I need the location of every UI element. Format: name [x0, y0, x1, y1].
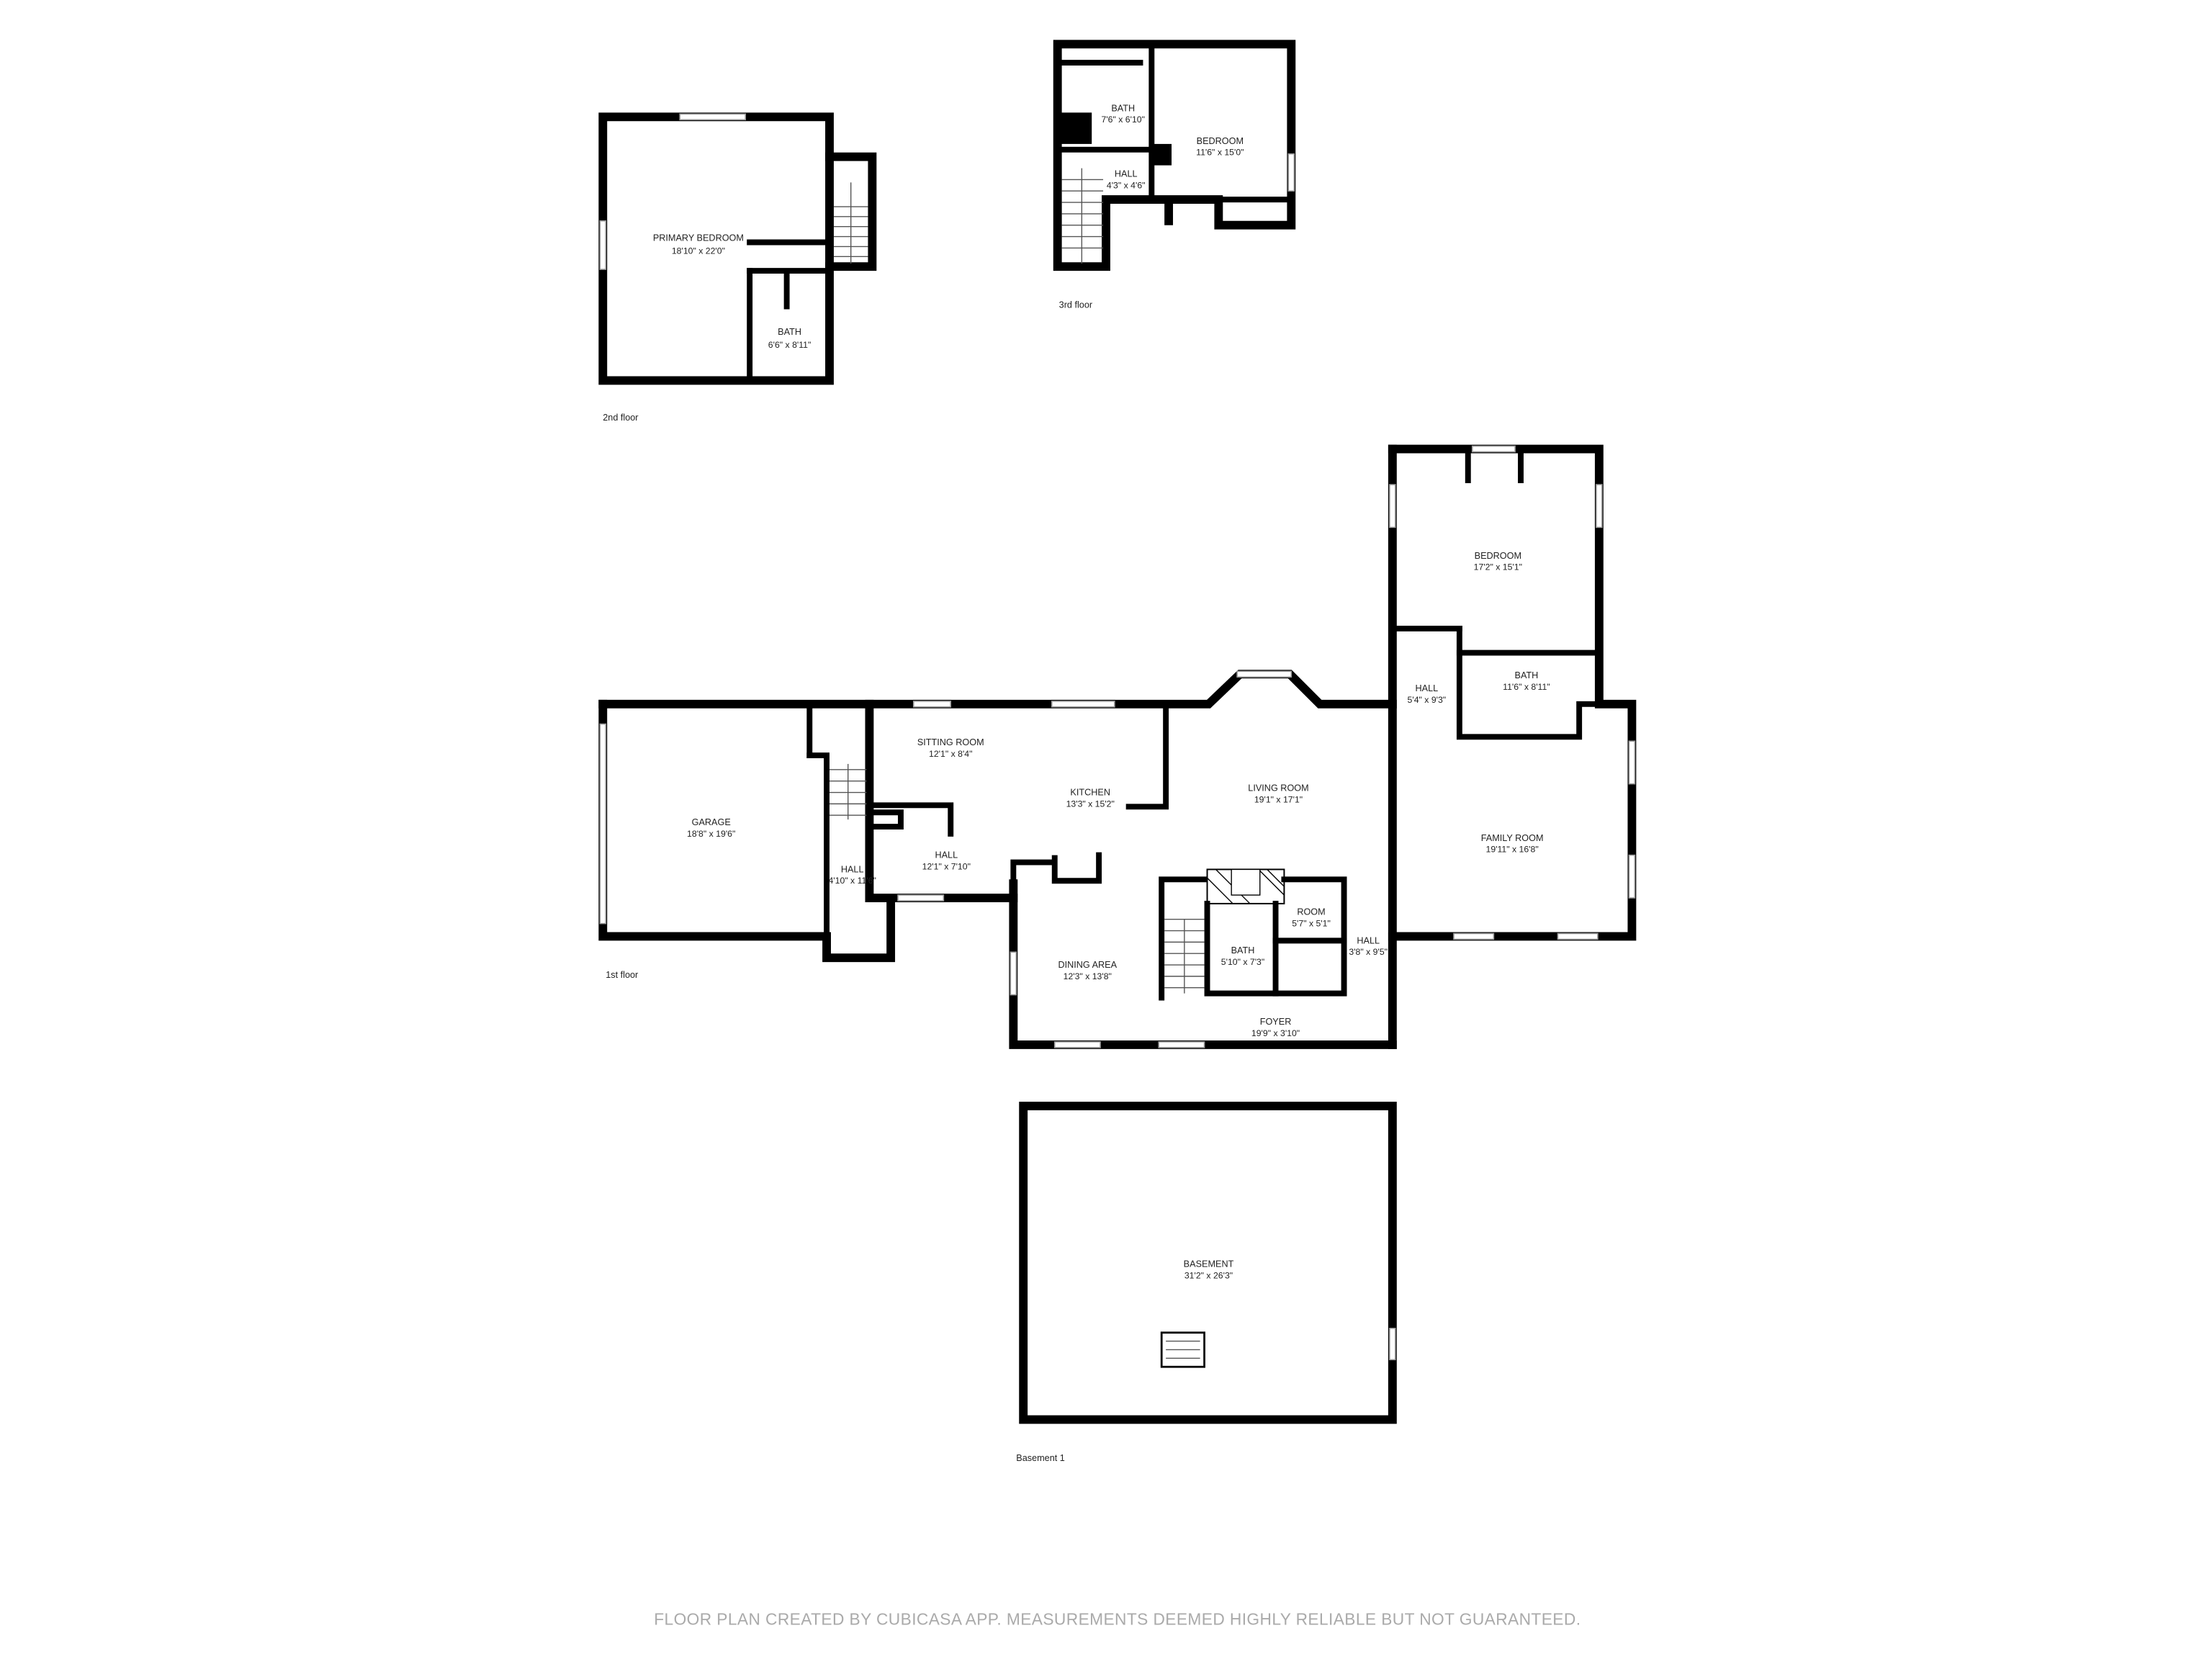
room-name: LIVING ROOM	[1248, 783, 1308, 793]
floor-label: Basement 1	[1016, 1453, 1065, 1463]
room-name: PRIMARY BEDROOM	[653, 233, 744, 243]
room-dims: 12'1" x 8'4"	[929, 749, 972, 759]
room-name: HALL	[1115, 168, 1138, 179]
room-dims: 5'10" x 7'3"	[1221, 957, 1264, 967]
room-name: DINING AREA	[1058, 960, 1117, 970]
room-name: BATH	[1515, 670, 1539, 680]
basement-plan: BASEMENT 31'2" x 26'3" Basement 1	[1016, 1102, 1397, 1463]
staircase	[1061, 168, 1104, 264]
room-dims: 6'6" x 8'11"	[768, 340, 811, 350]
room-dims: 4'3" x 4'6"	[1107, 180, 1146, 190]
room-dims: 31'2" x 26'3"	[1184, 1271, 1233, 1281]
room-name: HALL	[841, 864, 864, 874]
room-name: BEDROOM	[1197, 136, 1244, 146]
second-floor-plan: PRIMARY BEDROOM 18'10" x 22'0" BATH 6'6"…	[598, 112, 877, 423]
room-dims: 5'7" x 5'1"	[1292, 919, 1331, 929]
staircase	[833, 182, 868, 264]
room-name: GARAGE	[692, 817, 731, 827]
room-dims: 12'1" x 7'10"	[922, 861, 971, 871]
room-name: BEDROOM	[1475, 551, 1521, 561]
room-name: HALL	[935, 850, 958, 860]
room-name: HALL	[1357, 935, 1380, 945]
footer-disclaimer: FLOOR PLAN CREATED BY CUBICASA APP. MEAS…	[654, 1609, 1581, 1628]
room-name: BASEMENT	[1184, 1259, 1234, 1269]
staircase	[830, 763, 867, 820]
first-floor-plan: GARAGE 18'8" x 19'6" HALL 4'10" x 11'6" …	[598, 444, 1637, 1049]
room-name: KITCHEN	[1070, 787, 1110, 797]
staircase	[1164, 919, 1205, 994]
room-dims: 4'10" x 11'6"	[828, 876, 876, 886]
room-dims: 18'8" x 19'6"	[687, 829, 735, 839]
room-name: HALL	[1416, 683, 1439, 693]
room-dims: 11'6" x 15'0"	[1196, 148, 1244, 158]
room-dims: 12'3" x 13'8"	[1064, 971, 1112, 981]
third-floor-plan: BATH 7'6" x 6'10" BEDROOM 11'6" x 15'0" …	[1053, 40, 1296, 310]
room-dims: 3'8" x 9'5"	[1349, 947, 1388, 957]
room-dims: 19'1" x 17'1"	[1254, 794, 1303, 804]
room-dims: 17'2" x 15'1"	[1474, 562, 1522, 572]
room-dims: 7'6" x 6'10"	[1102, 114, 1145, 125]
room-name: FAMILY ROOM	[1481, 833, 1544, 843]
room-dims: 19'9" x 3'10"	[1251, 1028, 1300, 1038]
staircase	[1160, 1331, 1205, 1368]
room-dims: 11'6" x 8'11"	[1503, 682, 1550, 692]
floor-label: 1st floor	[606, 970, 638, 980]
room-dims: 5'4" x 9'3"	[1408, 695, 1447, 705]
floor-label: 3rd floor	[1059, 300, 1092, 310]
room-name: ROOM	[1297, 907, 1325, 917]
room-dims: 18'10" x 22'0"	[672, 246, 725, 256]
floor-label: 2nd floor	[603, 413, 638, 423]
room-dims: 19'11" x 16'8"	[1486, 845, 1539, 855]
room-name: BATH	[1111, 103, 1135, 113]
room-name: FOYER	[1260, 1017, 1292, 1027]
room-name: BATH	[1231, 945, 1255, 956]
room-dims: 13'3" x 15'2"	[1066, 799, 1115, 809]
room-name: BATH	[778, 327, 801, 337]
room-name: SITTING ROOM	[917, 737, 984, 747]
